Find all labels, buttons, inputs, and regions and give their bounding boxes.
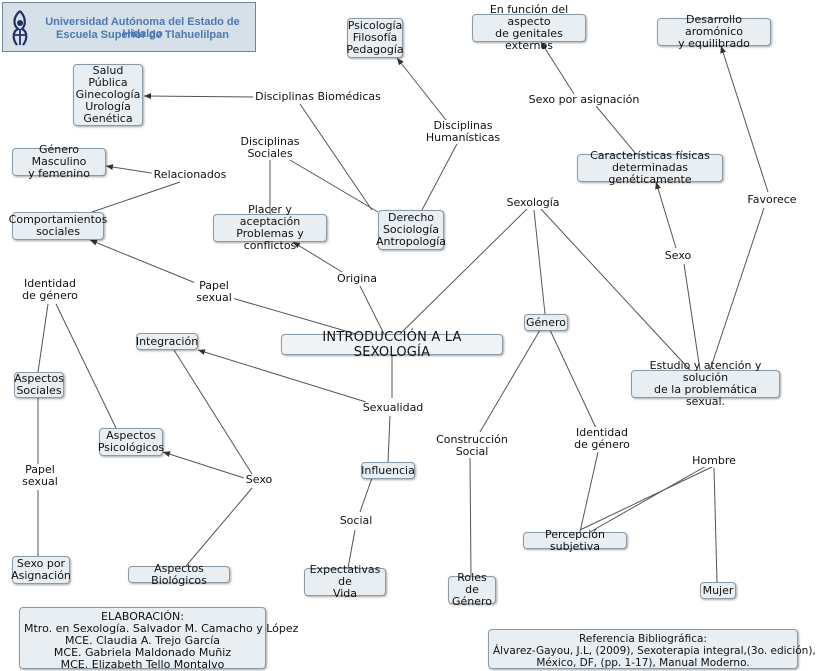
label-construccion-social: Construcción Social [434,433,510,458]
label-identidad-genero-right: Identidad de género [572,426,632,451]
link-sexo-psicologicos [162,451,245,479]
node-genitales[interactable]: En función del aspecto de genitales exte… [472,4,586,52]
link-origina-placer [292,241,343,273]
reference-panel: Referencia Bibliográfica: Álvarez-Gayou,… [488,629,816,669]
link-social-expectativas [347,529,356,569]
reference-title: Referencia Bibliográfica: [579,633,707,645]
reference-line: Álvarez-Gayou, J.L, (2009), Sexoterapia … [493,645,816,657]
link-identidad-sociales [37,303,49,373]
label-sexo-por-asignacion: Sexo por asignación [526,93,642,106]
node-psicologia[interactable]: Psicología Filosofía Pedagogía [346,18,404,58]
link-genero-construccion [479,329,541,433]
node-roles-genero[interactable]: Roles de Género [448,572,496,608]
node-derecho[interactable]: Derecho Sociología Antropología [375,210,447,250]
link-sexo-caracteristicas [655,181,677,249]
node-aspectos-psicologicos[interactable]: Aspectos Psicológicos [97,428,165,456]
label-disciplinas-biomedicas: Disciplinas Biomédicas [253,90,383,103]
reference-line: México, DF, (pp. 1-17), Manual Moderno. [536,657,750,669]
credits-panel: ELABORACIÓN: Mtro. en Sexología. Salvado… [19,607,299,671]
link-hombre-mujer [713,467,718,583]
link-caracteristicas-asignacion [595,105,637,155]
link-sexologia-genero [533,209,546,315]
node-estudio[interactable]: Estudio y atención y solución de la prob… [631,360,780,408]
credits-title: ELABORACIÓN: [101,610,184,623]
link-biomedicas-salud [143,93,263,100]
label-sexo-right: Sexo [662,249,694,262]
main-concept[interactable]: INTRODUCCIÓN A LA SEXOLOGÍA [281,330,503,360]
link-estudio-favorece [709,207,765,371]
credits-line: Mtro. en Sexología. Salvador M. Camacho … [24,622,299,635]
credits-line: MCE. Elizabeth Tello Montalvo [60,658,225,671]
node-aromonico[interactable]: Desarrollo aromónico y equilibrado [657,14,771,50]
credits-line: MCE. Claudia A. Trejo García [65,634,220,647]
node-genero-masculino[interactable]: Género Masculino y femenino [12,144,106,180]
node-influencia[interactable]: Influencia [361,462,415,479]
node-sexo-asignacion[interactable]: Sexo por Asignación [11,556,71,584]
link-favorece-aromonico [720,45,769,193]
node-comportamientos[interactable]: Comportamientos sociales [8,212,108,240]
node-caracteristicas[interactable]: Características físicas determinadas gen… [577,150,723,186]
link-hombre-percepcion-base [579,465,715,531]
link-papel-comportamientos [89,239,199,285]
link-estudio-sexo [683,263,701,371]
university-logo-icon [12,10,28,46]
link-derecho-biomedicas [299,103,373,211]
link-main-origina [359,285,385,335]
link-humanisticas-psicologia [396,57,447,121]
link-derecho-humanisticas [421,141,459,211]
label-origina: Origina [335,272,379,285]
label-sexualidad: Sexualidad [360,401,426,414]
link-sexologia-estudio [539,207,691,371]
label-papel-sexual-top: Papel sexual [194,279,234,304]
node-genero[interactable]: Género [524,314,568,331]
link-genero-identidad [549,329,597,429]
label-sexo-left: Sexo [243,473,275,486]
link-sexo-biologicos [185,487,253,567]
node-expectativas[interactable]: Expectativas de Vida [304,564,386,600]
label-identidad-genero-left: Identidad de género [20,277,80,302]
link-main-sexologia [399,207,529,335]
node-aspectos-biologicos[interactable]: Aspectos Biológicos [128,562,230,586]
label-hombre: Hombre [690,454,738,467]
label-disciplinas-sociales: Disciplinas Sociales [238,135,302,160]
label-relacionados: Relacionados [151,168,229,181]
node-integracion[interactable]: Integración [136,333,198,350]
link-comportamientos-relacionados [91,181,181,213]
label-favorece: Favorece [745,193,799,206]
link-asignacion-genitales [540,41,575,95]
school-name: Escuela Superior de Tlahuelilpan [56,29,229,41]
institution-header: Universidad Autónoma del Estado de Hidal… [2,2,256,52]
node-placer[interactable]: Placer y aceptación Problemas y conflict… [213,204,327,252]
link-influencia-social [359,477,373,513]
node-aspectos-sociales[interactable]: Aspectos Sociales [14,372,64,398]
label-disciplinas-humanisticas: Disciplinas Humanísticas [423,119,503,144]
link-identidad-percepcion [579,451,599,533]
credits-line: MCE. Gabriela Maldonado Muñiz [53,646,232,659]
label-social: Social [337,514,375,527]
node-mujer[interactable]: Mujer [700,582,736,599]
link-derecho-sociales [289,159,379,213]
node-salud-publica[interactable]: Salud Pública Ginecología Urología Genét… [73,64,143,126]
link-percepcion-hombre [589,465,707,533]
node-percepcion[interactable]: Percepción subjetiva [523,528,627,552]
link-relacionados-genero [105,164,159,175]
label-papel-sexual-left: Papel sexual [20,463,60,488]
link-sexualidad-influencia [387,415,391,463]
label-sexologia: Sexología [504,196,562,209]
link-identidad-psicologicos [55,303,117,429]
university-name: Universidad Autónoma del Estado de Hidal… [45,16,240,40]
link-sexualidad-integracion [197,349,367,403]
link-main-papel [231,297,357,335]
link-integracion-sexo [173,349,253,475]
link-construccion-roles [469,457,472,577]
